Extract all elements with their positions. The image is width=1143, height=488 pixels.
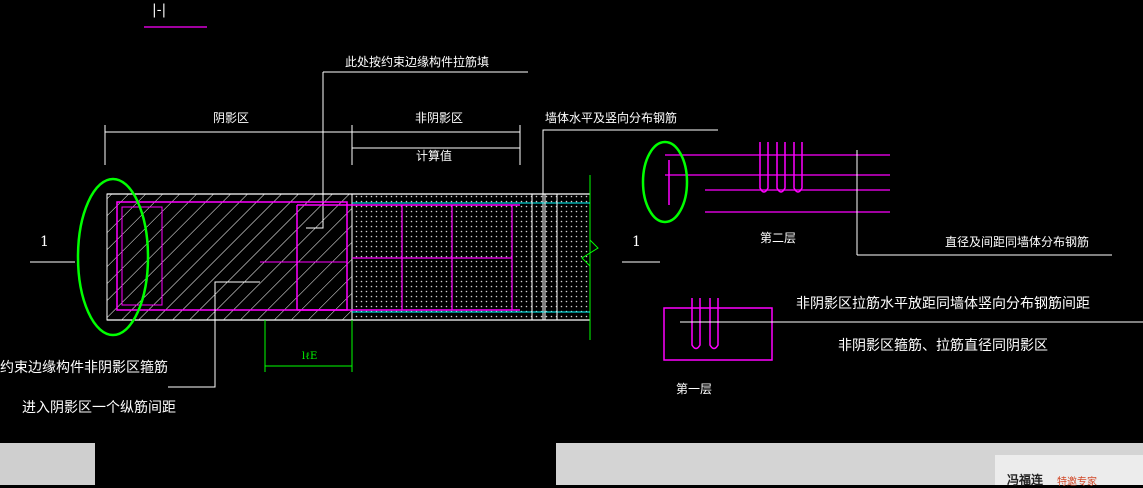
wall-rebar-label: 墙体水平及竖向分布钢筋: [545, 110, 677, 125]
footer-panel-left: [0, 443, 95, 485]
layer-two-hook: [776, 142, 786, 193]
layer-two-hook: [759, 142, 769, 193]
author-card[interactable]: 冯福连 特邀专家: [995, 455, 1143, 488]
left-note-line-1: 约束边缘构件非阴影区箍筋: [0, 359, 168, 376]
lap-length-label: lℓE: [302, 351, 317, 362]
layer-two-hook: [793, 142, 803, 193]
footer-panel-dark: [95, 443, 556, 485]
leader-top-label: 此处按约束边缘构件拉筋填: [345, 54, 489, 69]
highlight-ellipse-right: [641, 140, 689, 224]
author-badge: 特邀专家: [1057, 477, 1097, 488]
section-mark: |-|: [152, 2, 166, 18]
shadow-stirrup-inner: [121, 206, 163, 306]
calc-value-label: 计算值: [416, 148, 452, 163]
non-shadow-zone-fill: [351, 193, 591, 321]
shadow-zone-hatch: [106, 193, 353, 321]
author-name[interactable]: 冯福连: [1007, 473, 1044, 487]
break-zigzag: [581, 239, 599, 267]
shadow-stirrup: [116, 201, 348, 311]
shadow-zone-label: 阴影区: [213, 111, 249, 125]
layer-two-label: 第二层: [760, 231, 796, 245]
layer-one-hook: [691, 298, 701, 350]
left-note-leader: [168, 281, 260, 388]
section-cut-right: 1: [632, 234, 641, 250]
same-diameter-label: 直径及间距同墙体分布钢筋: [945, 234, 1089, 249]
cad-drawing: |-| 此处按约束边缘构件拉筋填 阴影区 非阴影区 计算值 墙体水平及竖向分布钢…: [0, 2, 1143, 416]
note-diameter: 非阴影区箍筋、拉筋直径同阴影区: [838, 337, 1048, 354]
section-cut-left: 1: [40, 234, 49, 250]
highlight-ellipse-left: [76, 177, 150, 337]
layer-one-hook: [709, 298, 719, 350]
left-note-line-2: 进入阴影区一个纵筋间距: [22, 399, 176, 416]
non-shadow-zone-label: 非阴影区: [415, 111, 463, 125]
note-spacing: 非阴影区拉筋水平放距同墙体竖向分布钢筋间距: [796, 295, 1090, 312]
layer-one-label: 第一层: [676, 382, 712, 396]
